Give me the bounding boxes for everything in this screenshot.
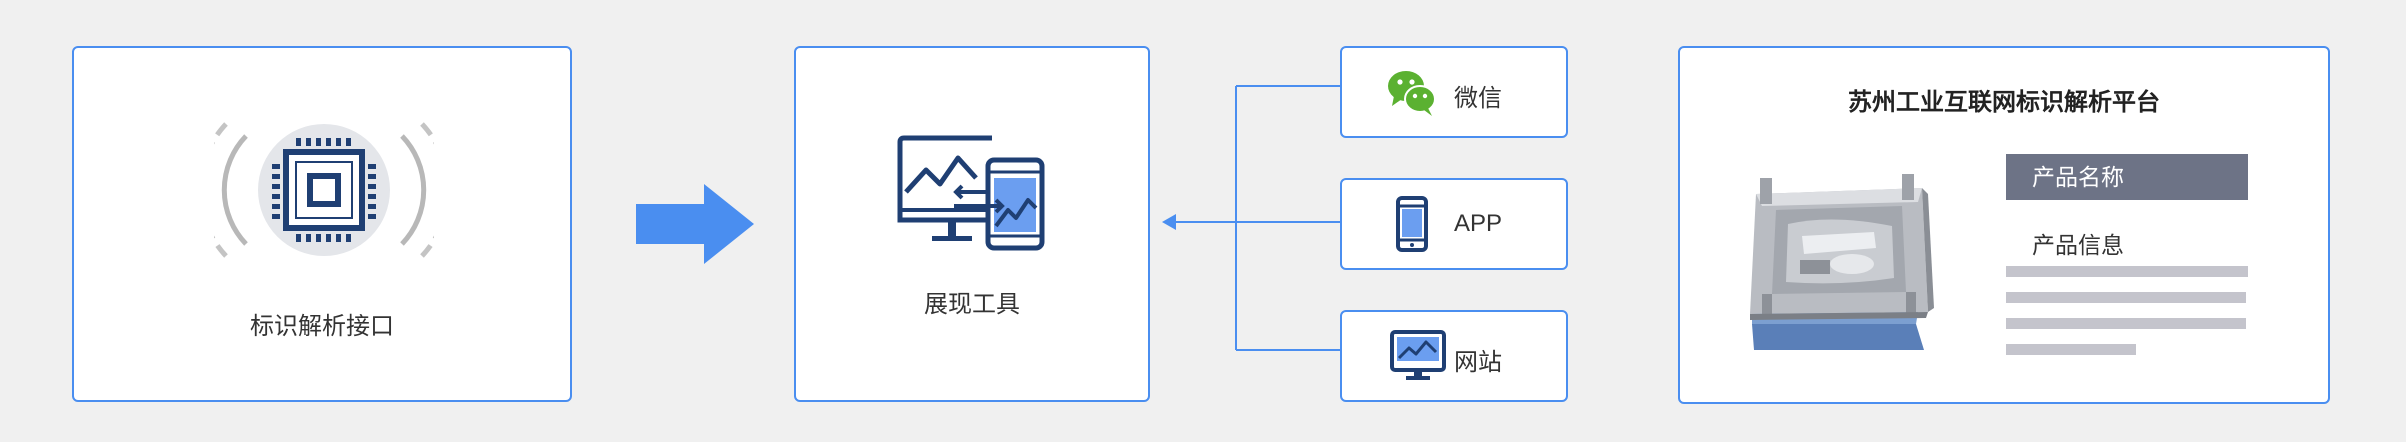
- display-tool-label: 展现工具: [924, 291, 1020, 318]
- placeholder-text-line: [2006, 344, 2136, 355]
- website-monitor-icon: [1390, 330, 1446, 380]
- interface-card: 标识解析接口: [72, 46, 572, 402]
- placeholder-text-line: [2006, 292, 2246, 303]
- channel-card-app[interactable]: APP: [1340, 178, 1568, 270]
- platform-title: 苏州工业互联网标识解析平台: [1848, 89, 2160, 116]
- wechat-icon: [1388, 71, 1436, 116]
- smartphone-icon: [1396, 196, 1428, 252]
- display-tool-card: 展现工具: [794, 46, 1150, 402]
- placeholder-text-line: [2006, 318, 2246, 329]
- interface-label: 标识解析接口: [250, 313, 394, 340]
- chip-signal-icon: [214, 122, 434, 258]
- product-info-label: 产品信息: [2032, 232, 2124, 258]
- channel-card-wechat[interactable]: 微信: [1340, 46, 1568, 138]
- product-name-bar: 产品名称: [2006, 154, 2248, 200]
- flow-arrow-icon: [636, 184, 754, 264]
- placeholder-text-line: [2006, 266, 2248, 277]
- channel-card-website[interactable]: 网站: [1340, 310, 1568, 402]
- channel-connector: [1162, 85, 1342, 351]
- monitor-tablet-sync-icon: [897, 135, 1045, 251]
- platform-card: 苏州工业互联网标识解析平台 产品名称 产品信息: [1678, 46, 2330, 404]
- channel-label-wechat: 微信: [1454, 85, 1502, 112]
- injection-mold-photo: [1750, 174, 1934, 350]
- channel-label-website: 网站: [1454, 349, 1502, 376]
- channel-label-app: APP: [1454, 210, 1503, 237]
